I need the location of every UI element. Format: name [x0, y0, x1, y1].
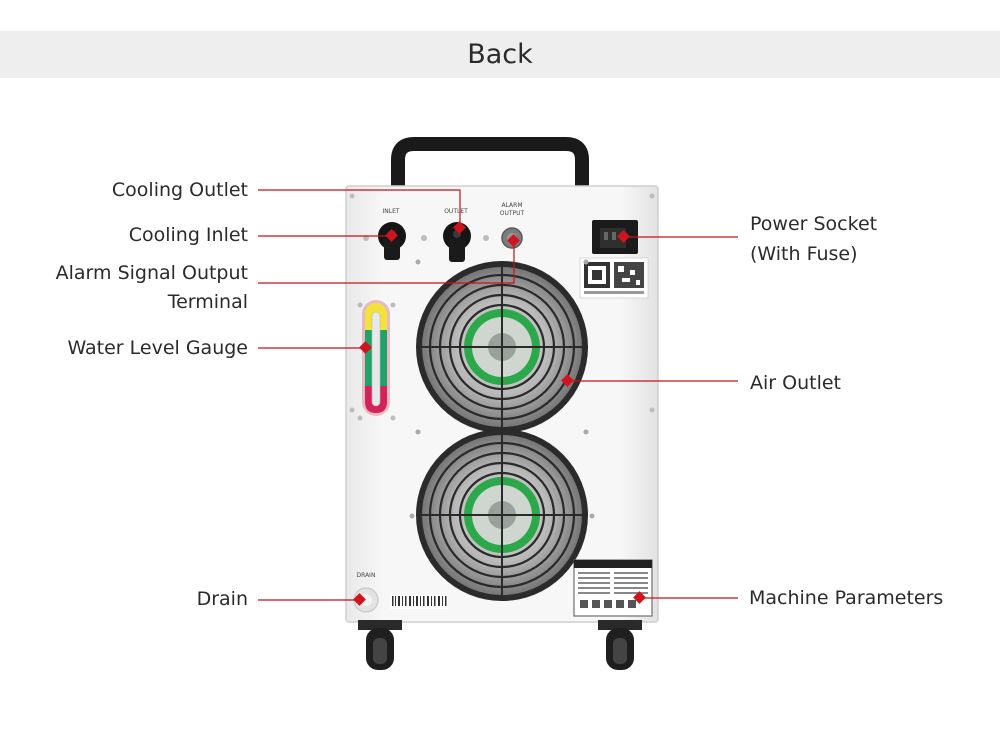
- fan-icon: [409, 429, 595, 601]
- outlet-panel-label: OUTLET: [444, 208, 468, 215]
- leader-lines: [258, 189, 738, 601]
- label-water-level-gauge: Water Level Gauge: [67, 337, 248, 359]
- inlet-panel-label: INLET: [382, 208, 399, 215]
- label-air-outlet: Air Outlet: [750, 372, 841, 394]
- label-drain: Drain: [196, 588, 248, 610]
- label-alarm-signal-output-line1: Alarm Signal Output: [55, 262, 248, 284]
- header-bar: Back: [0, 31, 1000, 78]
- alarm-panel-label-line2: OUTPUT: [500, 210, 525, 217]
- label-alarm-signal-output-line2: Terminal: [167, 291, 248, 313]
- qr-code-icon: [579, 257, 649, 299]
- label-power-socket-line1: Power Socket: [750, 213, 878, 235]
- drain-panel-label: DRAIN: [357, 572, 376, 579]
- label-machine-parameters: Machine Parameters: [749, 587, 944, 609]
- label-cooling-inlet: Cooling Inlet: [128, 224, 248, 246]
- label-cooling-outlet: Cooling Outlet: [111, 179, 248, 201]
- panel-screws: [349, 193, 655, 421]
- water-gauge-icon: [362, 300, 390, 416]
- barcode-icon: [390, 595, 448, 609]
- alarm-panel-label-line1: ALARM: [501, 202, 522, 209]
- page-title: Back: [467, 39, 533, 70]
- fan-icon: [415, 259, 589, 435]
- caster-wheel-icon: [598, 620, 642, 670]
- label-power-socket-line2: (With Fuse): [750, 243, 858, 265]
- power-socket-icon: [592, 220, 638, 254]
- spec-label-icon: [573, 559, 653, 617]
- caster-wheel-icon: [358, 620, 402, 670]
- handle-icon: [391, 137, 589, 188]
